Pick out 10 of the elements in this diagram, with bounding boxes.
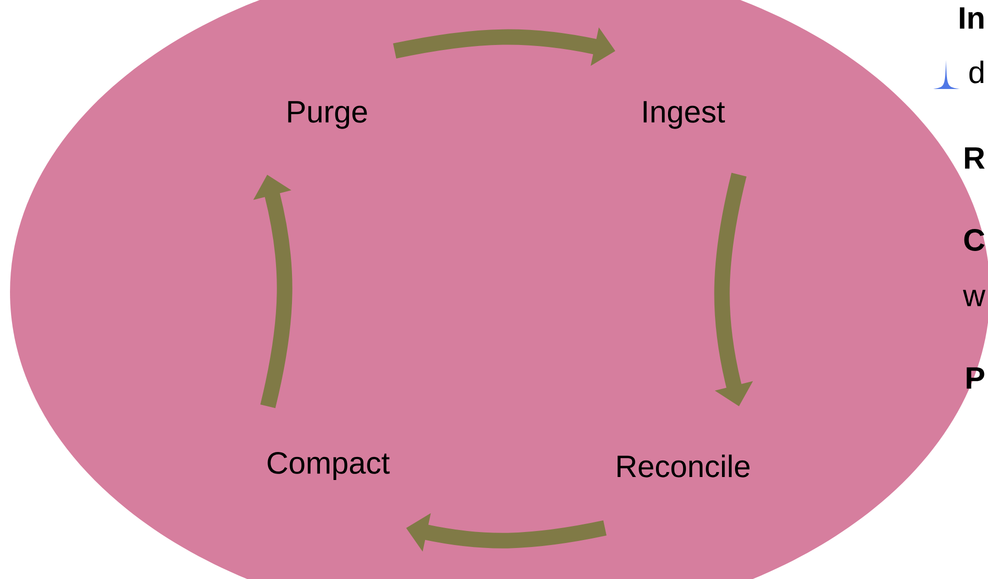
side-text: R (965, 147, 985, 169)
side-text: P (966, 367, 984, 389)
side-text: w (962, 290, 986, 306)
step-label: Compact (268, 452, 390, 480)
step-label: Purge (288, 101, 367, 129)
step-label: Reconcile (618, 454, 750, 478)
step-label: Ingest (644, 101, 725, 129)
side-text: d (969, 60, 984, 84)
side-text: C (964, 229, 984, 251)
side-text: In (960, 7, 984, 29)
